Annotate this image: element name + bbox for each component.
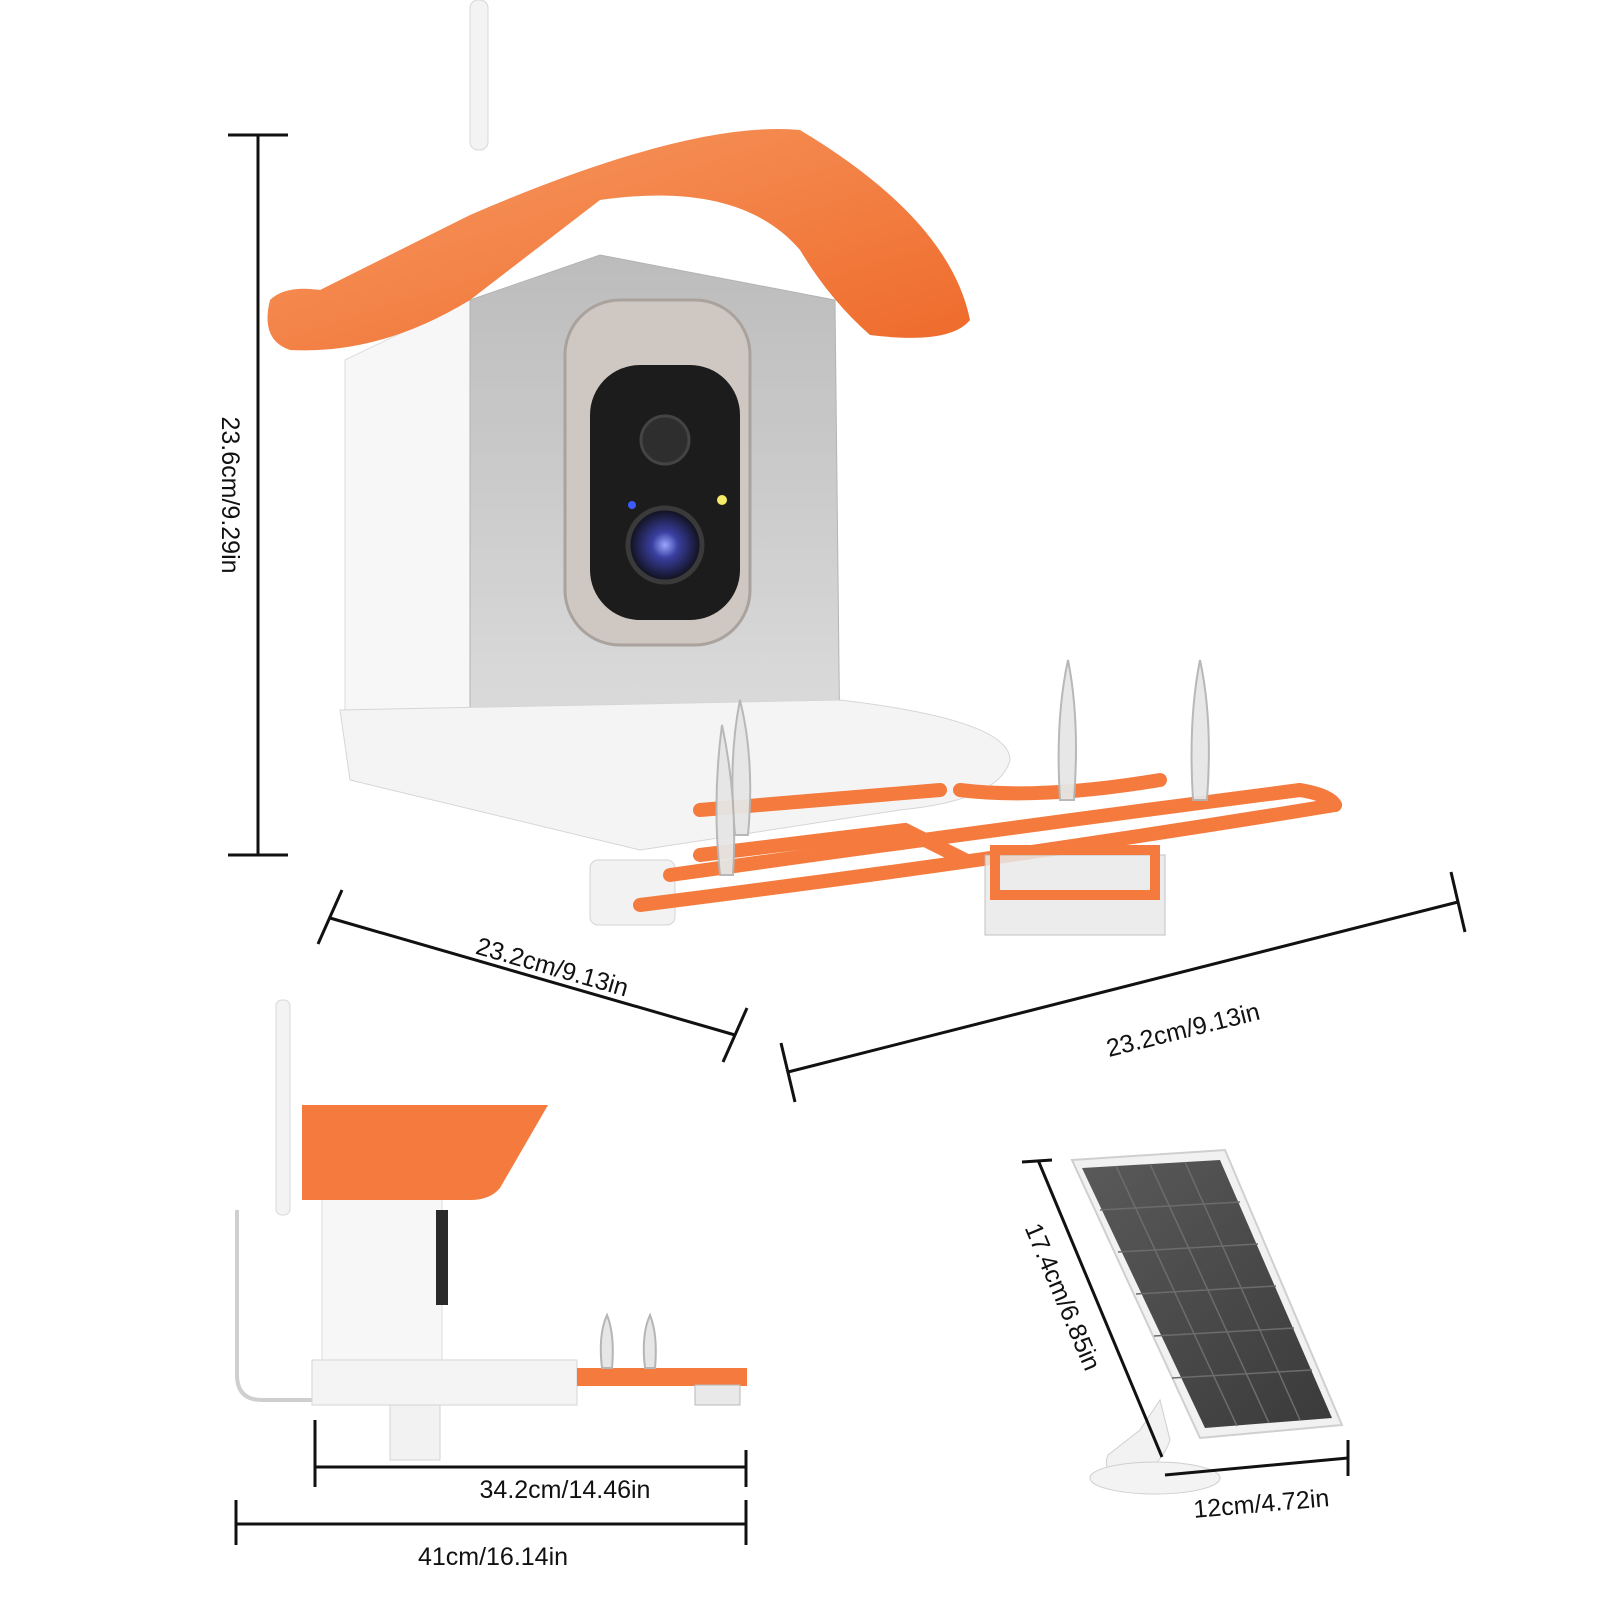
solar-base (1089, 1461, 1221, 1495)
antenna (469, 0, 489, 151)
pir-sensor-icon (639, 414, 691, 466)
side-body (321, 1189, 443, 1366)
side-perch-spikes (599, 1312, 657, 1369)
dimension-lines (228, 133, 1467, 1545)
mount-post (589, 859, 676, 926)
side-perch (577, 1368, 747, 1386)
feeder-roof (267, 129, 970, 351)
camera-lens-icon (625, 505, 705, 585)
side-tray (694, 1384, 741, 1406)
perch-spikes (715, 659, 1210, 876)
side-roof (302, 1105, 548, 1200)
width-label: 23.2cm/9.13in (1103, 998, 1262, 1063)
side-antenna (275, 999, 291, 1216)
solar-grid (1099, 1161, 1313, 1427)
panel-height-label: 17.4cm/6.85in (1019, 1219, 1106, 1375)
side-mount-arm (235, 1210, 380, 1402)
height-label: 23.6cm/9.29in (216, 416, 244, 573)
side-camera (436, 1210, 448, 1305)
feeder-base (339, 699, 1011, 851)
bird-feeder-front-view (267, 0, 1342, 936)
feed-tray-rim (990, 845, 1160, 900)
status-led-icon (717, 495, 727, 505)
side-inner-label: 34.2cm/14.46in (480, 1476, 651, 1504)
blue-led-icon (628, 501, 636, 509)
side-base (311, 1359, 578, 1406)
panel-width-label: 12cm/4.72in (1192, 1484, 1330, 1524)
solar-panel (1070, 1148, 1344, 1495)
side-post (389, 1404, 441, 1461)
solar-cells (1082, 1160, 1332, 1428)
bird-feeder-side-view (235, 999, 747, 1461)
side-total-label: 41cm/16.14in (418, 1543, 568, 1571)
feeder-body (344, 299, 471, 711)
